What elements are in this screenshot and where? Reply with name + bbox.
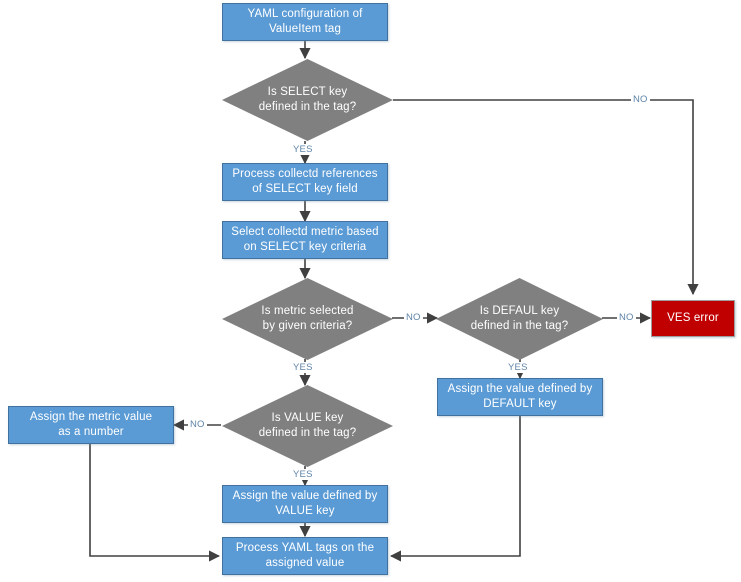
node-value-decision[interactable]: Is VALUE key defined in the tag? xyxy=(222,385,393,467)
node-process-yaml[interactable]: Process YAML tags on the assigned value xyxy=(222,537,388,575)
node-defaul-decision[interactable]: Is DEFAUL key defined in the tag? xyxy=(436,278,603,360)
node-ves-error-label: VES error xyxy=(667,312,719,324)
node-assign-default[interactable]: Assign the value defined by DEFAULT key xyxy=(437,378,603,416)
node-metric-decision[interactable]: Is metric selected by given criteria? xyxy=(222,278,393,360)
diamond-shape-select xyxy=(222,59,393,141)
node-value-decision-label: Is VALUE key defined in the tag? xyxy=(258,412,357,439)
node-process-yaml-label: Process YAML tags on the assigned value xyxy=(235,542,375,569)
node-assign-number[interactable]: Assign the metric value as a number xyxy=(8,406,174,444)
edge-assign-default-to-process-yaml xyxy=(389,416,521,562)
node-start-label: YAML configuration of ValueItem tag xyxy=(247,8,363,35)
edge-label-select-yes: YES xyxy=(291,144,315,155)
diamond-shape-metric xyxy=(222,278,393,360)
node-assign-value[interactable]: Assign the value defined by VALUE key xyxy=(222,485,388,523)
node-assign-number-label: Assign the metric value as a number xyxy=(29,411,153,438)
node-start[interactable]: YAML configuration of ValueItem tag xyxy=(222,3,388,41)
edge-label-defaul-yes: YES xyxy=(506,362,530,373)
node-process-refs-label: Process collectd references of SELECT ke… xyxy=(232,168,378,195)
diamond-shape-defaul xyxy=(436,278,603,360)
edge-select-no-to-ves-error xyxy=(393,99,699,296)
node-assign-default-label: Assign the value defined by DEFAULT key xyxy=(447,383,593,410)
edge-label-defaul-no: NO xyxy=(617,312,636,323)
node-select-decision[interactable]: Is SELECT key defined in the tag? xyxy=(222,59,393,141)
diamond-shape-value xyxy=(222,385,393,467)
node-select-metric-label: Select collectd metric based on SELECT k… xyxy=(231,226,379,253)
node-select-metric[interactable]: Select collectd metric based on SELECT k… xyxy=(222,221,388,259)
node-process-refs[interactable]: Process collectd references of SELECT ke… xyxy=(222,163,388,201)
edge-label-metric-yes: YES xyxy=(291,362,315,373)
edge-assign-number-to-process-yaml xyxy=(89,444,221,562)
node-select-decision-label: Is SELECT key defined in the tag? xyxy=(258,86,357,113)
edge-label-select-no: NO xyxy=(631,94,650,105)
node-assign-value-label: Assign the value defined by VALUE key xyxy=(232,490,378,517)
node-defaul-decision-label: Is DEFAUL key defined in the tag? xyxy=(470,305,569,332)
edge-label-metric-no: NO xyxy=(404,312,423,323)
edge-label-value-no: NO xyxy=(188,419,207,430)
node-ves-error[interactable]: VES error xyxy=(651,300,735,337)
node-metric-decision-label: Is metric selected by given criteria? xyxy=(261,305,354,332)
edge-label-value-yes: YES xyxy=(291,469,315,480)
